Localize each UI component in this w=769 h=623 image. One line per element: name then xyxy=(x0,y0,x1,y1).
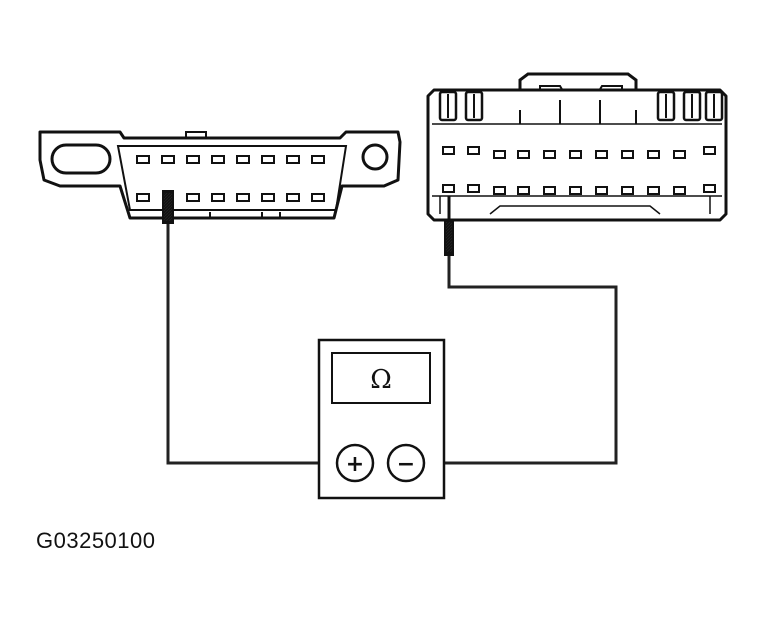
positive-terminal-label: + xyxy=(346,452,364,477)
ohm-symbol: Ω xyxy=(370,365,392,395)
positive-lead xyxy=(166,224,332,465)
dlc-test-probe xyxy=(162,190,174,224)
module-test-probe xyxy=(444,196,454,256)
negative-terminal-label: − xyxy=(397,452,415,477)
module-bottom-row-pins xyxy=(442,184,716,195)
dlc-top-row-pins xyxy=(136,155,325,164)
ohmmeter-display xyxy=(331,352,431,404)
module-top-row-pins xyxy=(442,146,716,159)
dlc-connector xyxy=(38,130,402,220)
negative-terminal xyxy=(386,443,426,483)
negative-lead xyxy=(426,256,618,465)
dlc-bottom-row-pins xyxy=(136,193,325,202)
positive-terminal xyxy=(335,443,375,483)
figure-id: G03250100 xyxy=(36,528,156,553)
test-leads xyxy=(166,224,618,465)
module-connector xyxy=(426,72,728,222)
ohmmeter: Ω + − xyxy=(317,338,446,500)
